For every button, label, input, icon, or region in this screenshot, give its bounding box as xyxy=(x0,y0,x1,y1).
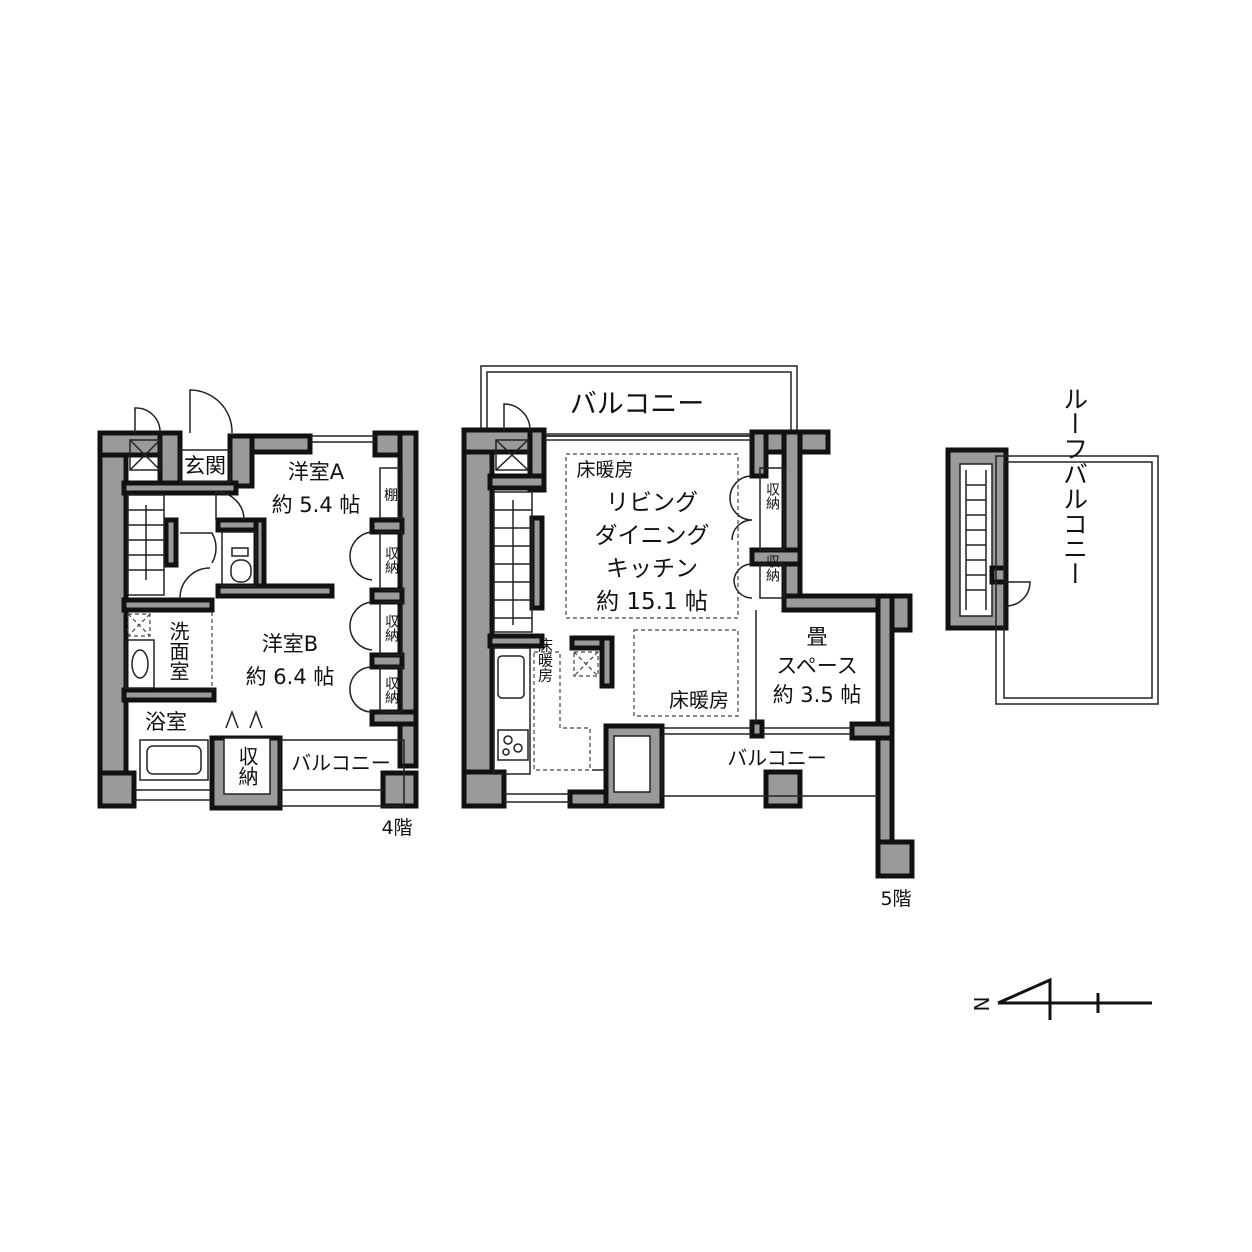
toilet-icon xyxy=(230,559,252,583)
label-floor-heating-kitchen: 床暖房 xyxy=(536,638,554,683)
entrance-door[interactable] xyxy=(189,389,233,434)
label-ldk-size: 約 15.1 帖 xyxy=(596,589,708,615)
label-shuno-2: 収納 xyxy=(383,614,399,643)
label-balcony-5f-bottom: バルコニー xyxy=(727,746,827,770)
washing-machine-space xyxy=(127,613,151,637)
stairs-roof xyxy=(965,470,987,610)
sink-icon xyxy=(497,655,525,699)
label-shuno-3: 収納 xyxy=(383,676,399,705)
label-floor-heating-2: 床暖房 xyxy=(669,688,729,712)
genkan-box xyxy=(179,449,231,483)
shoe-box-4f xyxy=(129,439,161,471)
label-room-b: 洋室B xyxy=(262,632,318,656)
label-floor-5: 5階 xyxy=(880,888,911,910)
label-tatami-size: 約 3.5 帖 xyxy=(773,683,862,707)
label-tatami: 畳 xyxy=(807,625,828,649)
roof-door[interactable] xyxy=(1005,581,1031,607)
roof-plan: ルーフバルコニー xyxy=(945,386,1159,705)
floor-5-plan: バルコニー 床暖房 リビング ダイニング キッチン 約 15.1 帖 収納 収納… xyxy=(461,365,915,910)
label-tana: 棚 xyxy=(384,488,398,504)
label-floor-heating-1: 床暖房 xyxy=(576,459,633,481)
label-5f-shuno-1: 収納 xyxy=(764,482,780,511)
balcony-4f-outline xyxy=(279,739,405,807)
label-genkan: 玄関 xyxy=(184,454,226,478)
label-ldk-line3: キッチン xyxy=(606,556,698,582)
washbasin-icon xyxy=(131,649,149,679)
label-balcony-5f-top: バルコニー xyxy=(570,389,704,420)
column-4f xyxy=(380,770,419,809)
label-room-a-size: 約 5.4 帖 xyxy=(272,493,361,517)
toilet-room xyxy=(221,531,257,587)
floor-heating-zone-2 xyxy=(633,629,739,717)
label-senmen: 洗面室 xyxy=(166,621,190,681)
compass: N xyxy=(970,977,1152,1020)
label-floor-4: 4階 xyxy=(381,817,412,839)
label-room-a: 洋室A xyxy=(288,460,345,484)
fridge-space xyxy=(573,651,599,677)
stairs-4f xyxy=(127,494,165,596)
floor-heating-zone-1 xyxy=(565,453,739,619)
label-yokushitsu: 浴室 xyxy=(145,710,187,734)
label-tatami-line2: スペース xyxy=(776,654,857,678)
stairs-5f xyxy=(493,491,533,633)
label-room-b-size: 約 6.4 帖 xyxy=(246,665,335,689)
floor-4-plan: 玄関 洋室A 約 5.4 帖 棚 収納 収納 収納 洋室B 約 6.4 帖 洗面… xyxy=(97,389,419,839)
label-balcony-4f: バルコニー xyxy=(291,751,391,775)
label-5f-shuno-2: 収納 xyxy=(764,554,780,583)
stove-icon xyxy=(497,729,529,761)
label-ldk-line2: ダイニング xyxy=(595,523,710,549)
column-5f xyxy=(763,769,803,809)
kitchen-counter xyxy=(493,647,531,775)
label-ldk-line1: リビング xyxy=(606,490,698,516)
bathtub-icon xyxy=(139,739,209,781)
door-swing-4f-a xyxy=(134,407,161,434)
roof-balcony-outline xyxy=(995,455,1159,705)
label-roof-balcony: ルーフバルコニー xyxy=(1060,386,1089,586)
label-shuno-1: 収納 xyxy=(383,546,399,575)
label-shuno-4: 収納 xyxy=(235,746,259,786)
compass-north-label: N xyxy=(970,997,994,1012)
